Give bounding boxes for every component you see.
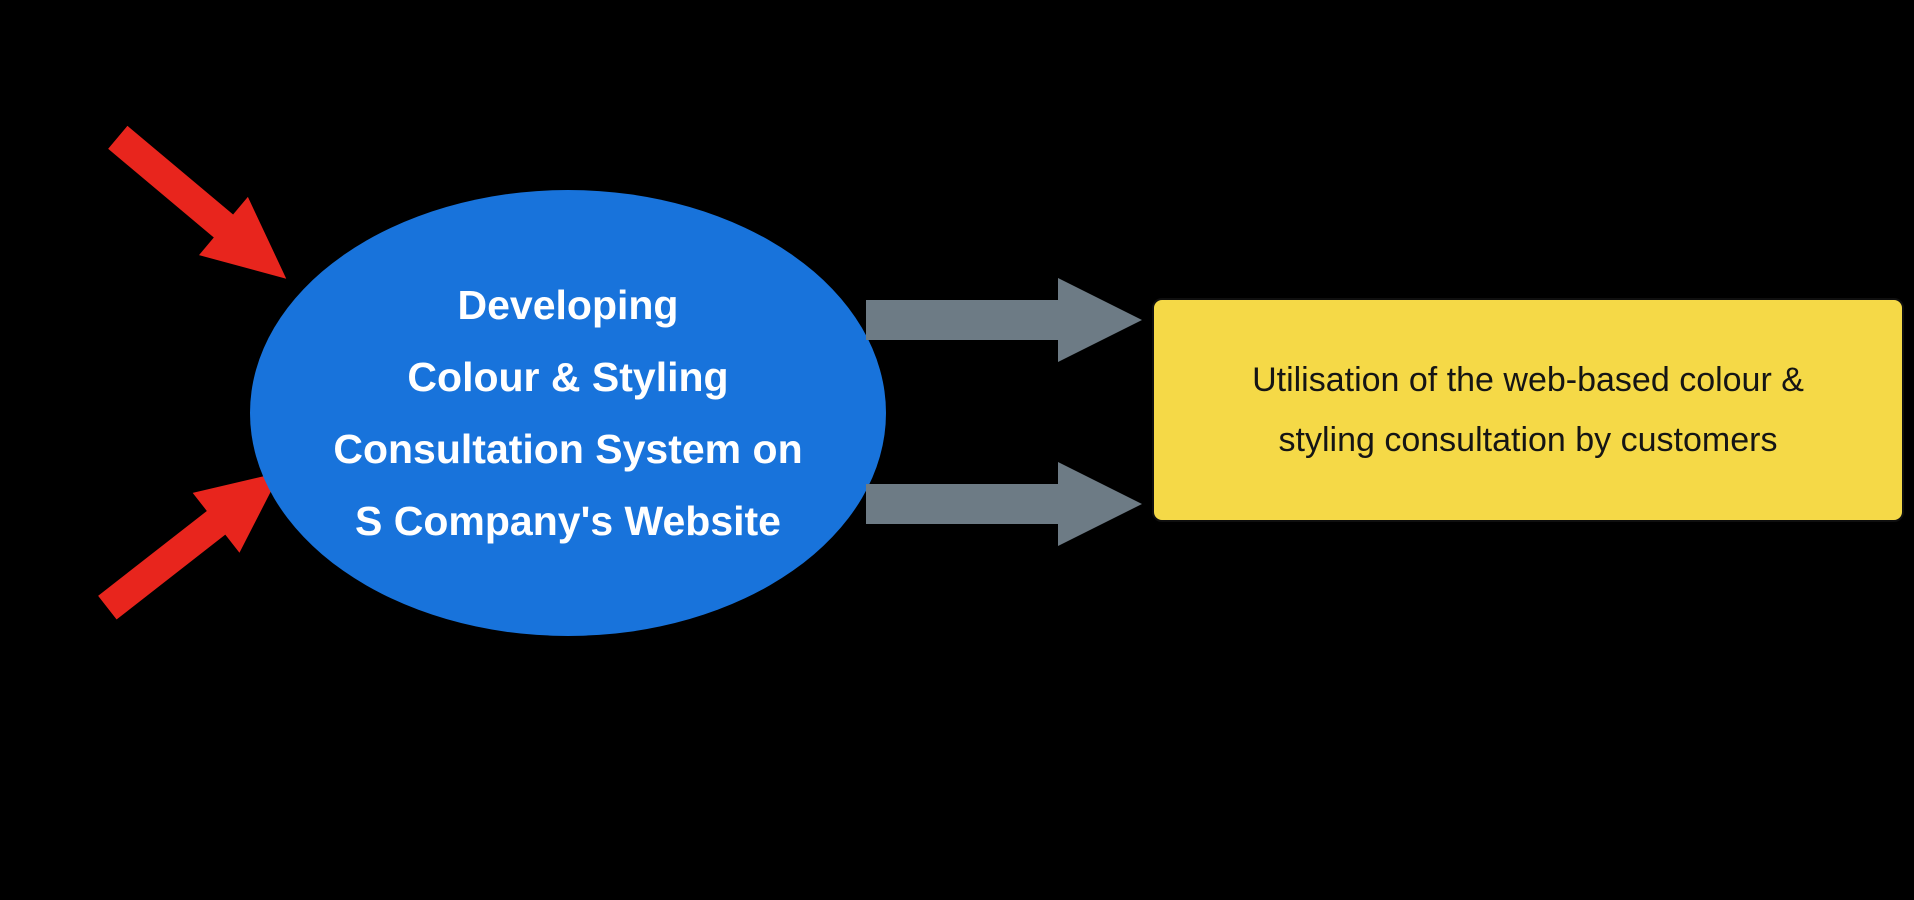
ellipse-text-line: S Company's Website — [355, 498, 781, 544]
process-ellipse: Developing Colour & Styling Consultation… — [250, 190, 886, 636]
result-text-line: styling consultation by customers — [1278, 421, 1778, 459]
ellipse-text-line: Colour & Styling — [407, 354, 729, 400]
ellipse-text-line: Consultation System on — [333, 426, 803, 472]
input-arrow-top-icon — [92, 107, 312, 310]
result-text-line: Utilisation of the web-based colour & — [1252, 361, 1804, 399]
result-box: Utilisation of the web-based colour & st… — [1152, 298, 1904, 522]
ellipse-text-line: Developing — [457, 282, 679, 328]
flow-arrow-top-icon — [866, 276, 1142, 364]
input-arrow-bottom-icon — [83, 441, 306, 639]
flow-arrow-bottom-icon — [866, 460, 1142, 548]
